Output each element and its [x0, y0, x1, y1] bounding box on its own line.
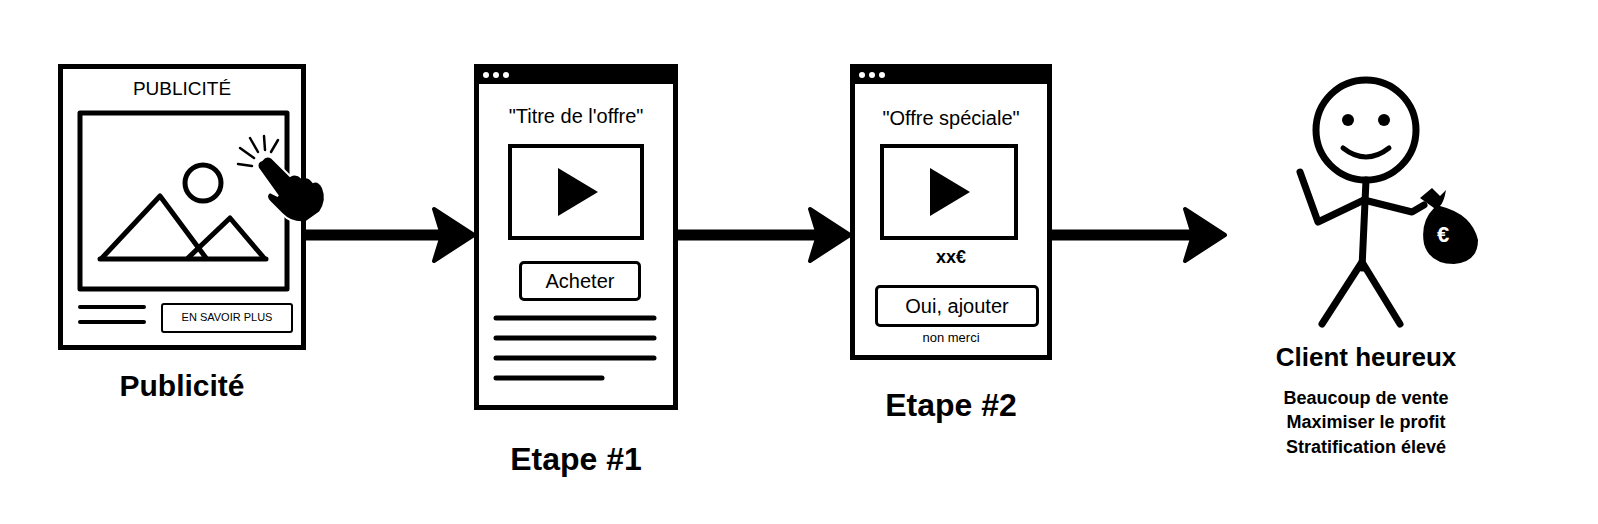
sun	[185, 165, 221, 201]
arrow-head	[434, 209, 474, 261]
flow-arrow	[678, 209, 850, 261]
step-label: Etape #1	[479, 440, 673, 478]
eye	[1342, 114, 1354, 126]
arrow-shaft	[306, 230, 444, 241]
text-line	[80, 320, 144, 324]
happy-customer: Client heureuxBeaucoup de vente Maximise…	[1225, 78, 1507, 328]
mountain	[188, 218, 264, 258]
mountain	[102, 196, 206, 258]
phone-screen: "Offre spéciale"xx€non merciEtape #2Oui,…	[850, 64, 1052, 360]
customer-heading: Client heureux	[1225, 342, 1507, 373]
pointer-hand	[258, 156, 325, 222]
text-lines	[496, 318, 654, 378]
decline-link: non merci	[855, 330, 1047, 346]
eye	[1378, 114, 1390, 126]
cta-button: EN SAVOIR PLUS	[161, 303, 293, 333]
arrow-shaft	[678, 230, 820, 241]
ad-box: PUBLICITÉPublicitéEN SAVOIR PLUS	[58, 64, 306, 350]
flow-arrow	[306, 209, 474, 261]
flow-arrow	[1052, 209, 1225, 261]
ad-heading: PUBLICITÉ	[63, 78, 301, 101]
image-frame	[80, 113, 287, 289]
arrow-head	[810, 209, 850, 261]
stick-figure	[1300, 80, 1424, 324]
money-bag	[1420, 188, 1478, 264]
offer-title: "Titre de l'offre"	[479, 104, 673, 128]
ground-line	[100, 257, 266, 262]
phone-1-decor	[474, 64, 678, 378]
phone-2-decor	[850, 64, 1052, 238]
play-icon	[558, 168, 598, 216]
phone-screen: "Titre de l'offre"Etape #1Acheter	[474, 64, 678, 410]
video-frame	[510, 146, 642, 238]
accept-button: Oui, ajouter	[875, 285, 1039, 327]
arrow-shaft	[1052, 230, 1195, 241]
customer-benefits: Beaucoup de vente Maximiser le profit St…	[1246, 386, 1486, 459]
button-text: EN SAVOIR PLUS	[163, 311, 291, 324]
ad-image	[80, 113, 287, 322]
arrow-head	[1185, 209, 1225, 261]
price-text: xx€	[855, 247, 1047, 269]
video-frame	[882, 146, 1016, 238]
play-icon	[930, 168, 970, 216]
button-text: Oui, ajouter	[878, 294, 1036, 318]
button-text: Acheter	[522, 269, 638, 293]
buy-button: Acheter	[519, 261, 641, 301]
offer-title: "Offre spéciale"	[855, 106, 1047, 130]
text-line	[80, 305, 144, 309]
step-label: Etape #2	[855, 386, 1047, 424]
step-label: Publicité	[63, 368, 301, 404]
euro-sign: €	[1437, 222, 1449, 248]
